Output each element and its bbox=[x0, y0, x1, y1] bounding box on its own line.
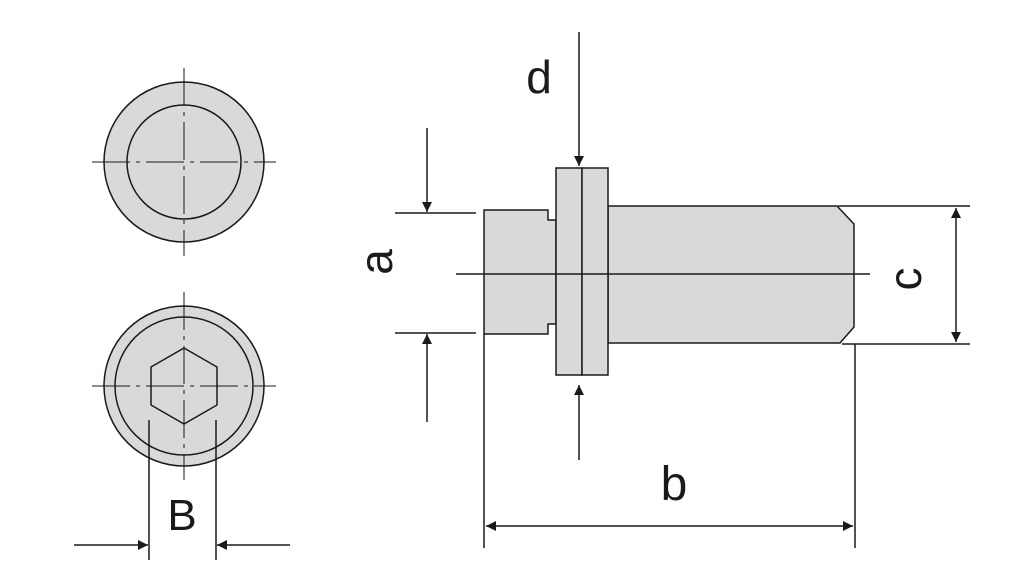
bottom-end-view bbox=[92, 292, 276, 480]
head-body bbox=[483, 209, 557, 335]
flange-left bbox=[555, 167, 583, 376]
dimension-b bbox=[483, 334, 856, 548]
dimension-c bbox=[838, 205, 970, 345]
dimension-a bbox=[395, 128, 476, 422]
top-end-view bbox=[92, 68, 276, 256]
dimension-B bbox=[74, 420, 290, 560]
label-B: B bbox=[167, 491, 196, 540]
label-b: b bbox=[661, 458, 688, 511]
label-c: c bbox=[879, 268, 931, 291]
label-d: d bbox=[526, 51, 552, 103]
flange-right bbox=[581, 167, 609, 376]
side-view bbox=[456, 167, 870, 376]
label-a: a bbox=[350, 249, 402, 275]
